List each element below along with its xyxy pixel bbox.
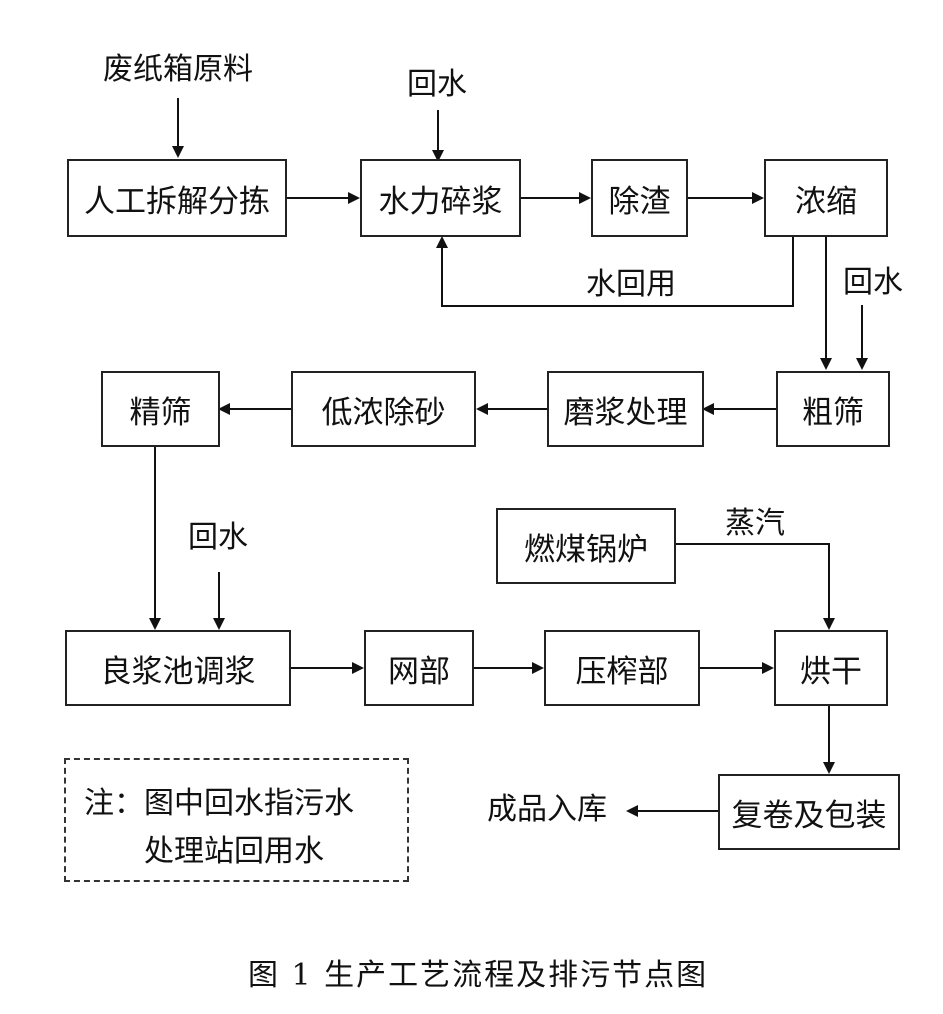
legend-note: 注：图中回水指污水 处理站回用水 xyxy=(64,758,409,882)
note-line-2: 处理站回用水 xyxy=(144,834,324,869)
return-water-label-3: 回水 xyxy=(188,520,248,555)
arrow-water-reuse-loop xyxy=(436,236,794,307)
box-fine-screen: 精筛 xyxy=(101,371,220,447)
box-manual-sort: 人工拆解分拣 xyxy=(67,159,287,237)
water-reuse-label: 水回用 xyxy=(586,267,676,302)
box-drying: 烘干 xyxy=(774,630,888,706)
return-water-label-1: 回水 xyxy=(407,67,467,102)
warehouse-label: 成品入库 xyxy=(487,792,607,827)
box-thickening: 浓缩 xyxy=(764,159,888,237)
box-coarse-screen: 粗筛 xyxy=(776,371,890,447)
box-low-consistency-desand: 低浓除砂 xyxy=(291,371,476,447)
box-pulping: 水力碎浆 xyxy=(360,159,521,237)
box-boiler: 燃煤锅炉 xyxy=(496,508,676,584)
return-water-label-2: 回水 xyxy=(843,265,903,300)
box-press-section: 压榨部 xyxy=(544,630,700,706)
box-rewind-pack: 复卷及包装 xyxy=(718,774,900,850)
arrow-steam xyxy=(676,543,835,630)
box-deslagging: 除渣 xyxy=(591,159,688,237)
note-line-1: 注：图中回水指污水 xyxy=(84,786,354,821)
steam-label: 蒸汽 xyxy=(725,506,785,541)
figure-caption: 图 1 生产工艺流程及排污节点图 xyxy=(248,958,709,993)
raw-material-label: 废纸箱原料 xyxy=(103,52,253,87)
box-refining: 磨浆处理 xyxy=(547,371,704,447)
box-wire-section: 网部 xyxy=(364,630,474,706)
box-stock-chest: 良浆池调浆 xyxy=(65,630,291,706)
